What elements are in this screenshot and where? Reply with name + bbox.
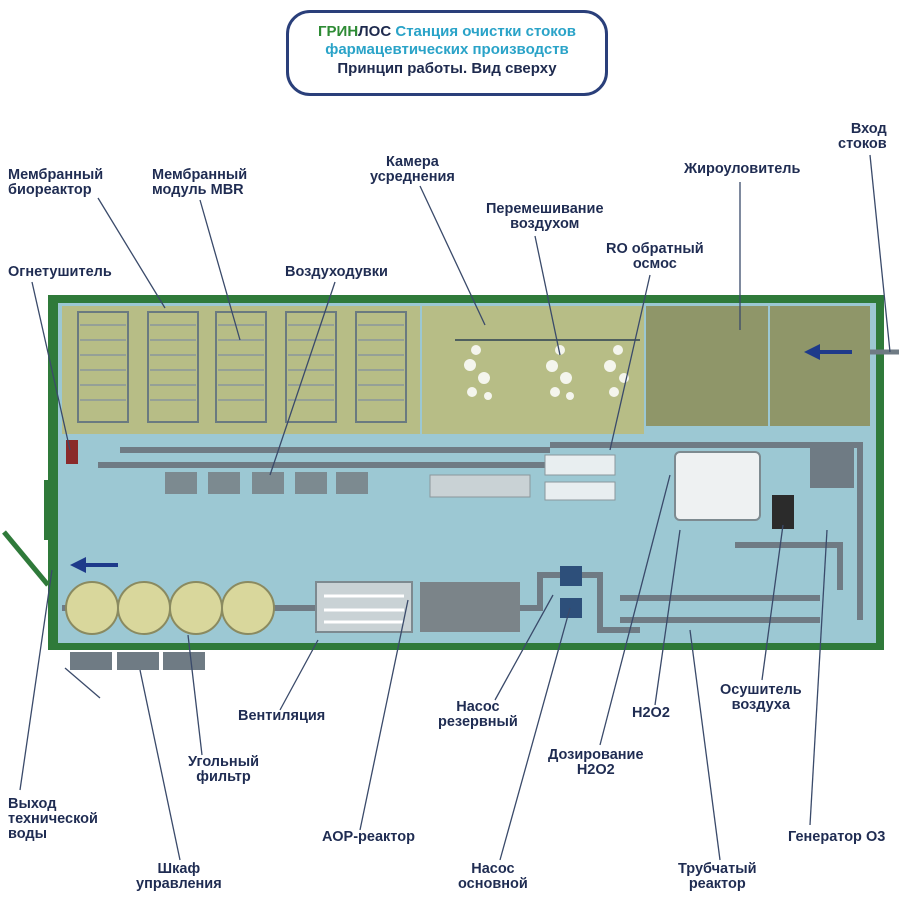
aop-reactor-unit	[315, 581, 413, 633]
air-dryer-unit	[772, 495, 794, 529]
label-pump-main: Насос основной	[458, 861, 528, 892]
side-door	[44, 480, 50, 540]
inlet-arrow	[804, 344, 852, 360]
extinguisher-unit	[66, 440, 78, 464]
grease-trap-tank-2	[770, 306, 870, 426]
label-extinguisher: Огнетушитель	[8, 264, 112, 280]
pump-main-unit	[560, 598, 582, 618]
aeration-bubbles	[464, 345, 629, 400]
label-blowers: Воздуходувки	[285, 264, 388, 280]
title-line2: фармацевтических производств	[325, 41, 569, 58]
label-mbr-module: Мембранный модуль MBR	[152, 167, 248, 198]
leader-lines	[19, 154, 891, 861]
mbr-modules	[77, 311, 407, 423]
blowers	[165, 472, 368, 494]
h2o2-tank	[674, 451, 761, 521]
label-h2o2-dosing: Дозирование H2O2	[548, 747, 644, 778]
label-tubular-reactor: Трубчатый реактор	[678, 861, 757, 892]
ro-unit	[544, 454, 616, 501]
label-aop-reactor: АОР-реактор	[322, 829, 415, 845]
carbon-filters	[65, 581, 275, 635]
brand-part1: ГРИН	[318, 23, 359, 40]
brand-part2: ЛОС	[358, 23, 392, 40]
outlet-pipe	[2, 530, 50, 587]
label-equalization-chamber: Камера усреднения	[370, 154, 455, 185]
label-inlet: Вход стоков	[838, 121, 887, 152]
label-air-dryer: Осушитель воздуха	[720, 682, 802, 713]
label-pump-reserve: Насос резервный	[438, 699, 518, 730]
label-air-mixing: Перемешивание воздухом	[486, 201, 604, 232]
ro-frame	[429, 474, 531, 498]
label-control-cabinet: Шкаф управления	[136, 861, 222, 892]
control-cabinet-units	[70, 652, 205, 670]
pump-reserve-unit	[560, 566, 582, 586]
title-box: ГРИНЛОС Станция очистки стоков фармацевт…	[286, 10, 608, 96]
grease-trap-tank-1	[646, 306, 768, 426]
mbr-module-slats	[80, 324, 404, 401]
label-carbon-filter: Угольный фильтр	[188, 754, 259, 785]
outlet-arrow	[70, 557, 118, 573]
label-ventilation: Вентиляция	[238, 708, 326, 724]
label-h2o2: H2O2	[632, 705, 670, 721]
label-ro-osmosis: RO обратный осмос	[606, 241, 704, 272]
aop-housing	[420, 582, 520, 632]
label-outlet: Выход технической воды	[8, 796, 98, 842]
label-membrane-bioreactor: Мембранный биореактор	[8, 167, 104, 198]
aop-lamps	[324, 594, 404, 624]
title-line1: ГРИНЛОС Станция очистки стоков	[289, 23, 605, 41]
label-grease-trap: Жироуловитель	[684, 161, 801, 177]
title-line1-rest: Станция очистки стоков	[391, 23, 576, 40]
title-line3: Принцип работы. Вид сверху	[337, 60, 557, 77]
label-ozone-generator: Генератор O3	[788, 829, 886, 845]
ozone-generator-unit	[810, 448, 854, 488]
